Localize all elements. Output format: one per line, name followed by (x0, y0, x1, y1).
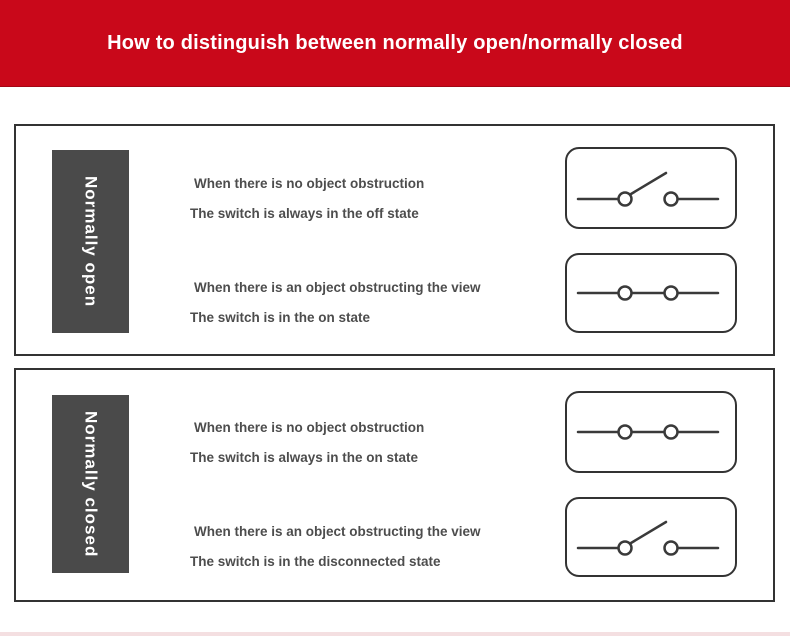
switch-symbol-icon (567, 255, 735, 331)
case-description: When there is no object obstruction The … (190, 418, 560, 478)
case-description: When there is an object obstructing the … (190, 522, 560, 582)
case-line: The switch is always in the on state (190, 450, 419, 465)
case-line: When there is no object obstruction (194, 420, 425, 435)
case-description: When there is an object obstructing the … (190, 278, 560, 338)
section-label-block: Normally closed (52, 395, 129, 573)
switch-symbol-icon (567, 149, 735, 227)
section-label-text: Normally open (81, 175, 101, 308)
case-line: When there is no object obstruction (194, 176, 425, 191)
section-normally-closed: Normally closed When there is no object … (14, 368, 775, 602)
switch-diagram-box (565, 253, 737, 333)
header-banner: How to distinguish between normally open… (0, 0, 790, 87)
section-normally-open: Normally open When there is no object ob… (14, 124, 775, 356)
section-label-text: Normally closed (81, 410, 101, 558)
switch-diagram-box (565, 497, 737, 577)
switch-symbol-icon (567, 393, 735, 471)
bottom-accent-strip (0, 632, 790, 636)
switch-diagram-box (565, 147, 737, 229)
case-line: The switch is in the on state (190, 310, 371, 325)
case-line: When there is an object obstructing the … (194, 280, 481, 295)
switch-diagram-box (565, 391, 737, 473)
case-line: When there is an object obstructing the … (194, 524, 481, 539)
case-line: The switch is in the disconnected state (190, 554, 441, 569)
page-title: How to distinguish between normally open… (107, 31, 683, 54)
case-description: When there is no object obstruction The … (190, 174, 560, 234)
case-line: The switch is always in the off state (190, 206, 419, 221)
switch-symbol-icon (567, 499, 735, 575)
section-label-block: Normally open (52, 150, 129, 333)
